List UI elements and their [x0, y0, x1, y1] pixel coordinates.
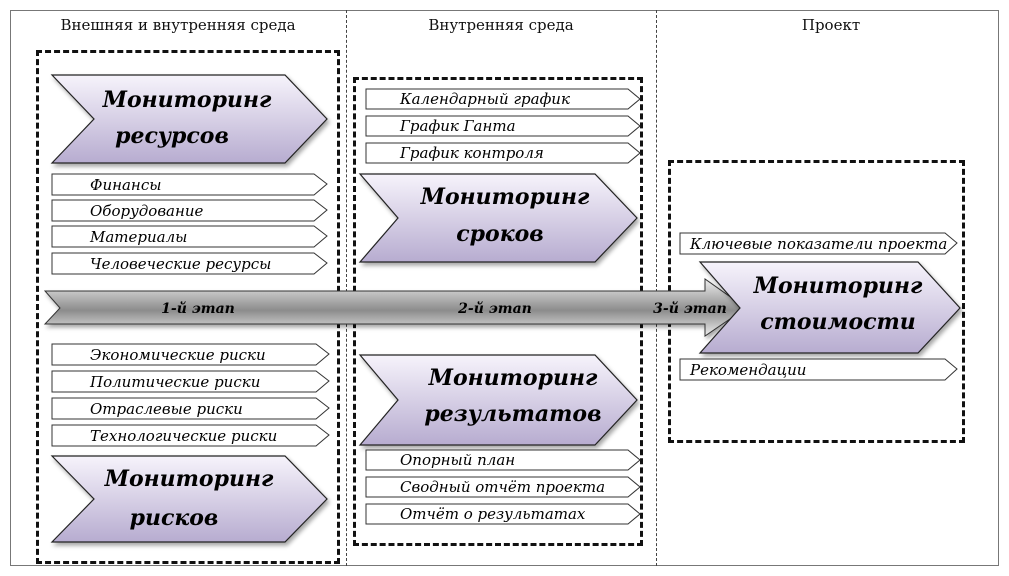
- stage-2-label: 2-й этап: [457, 300, 532, 317]
- svg-text:График контроля: График контроля: [399, 144, 544, 162]
- svg-text:Технологические риски: Технологические риски: [90, 427, 277, 445]
- resources-item-human-resources: Человеческие ресурсы: [51, 252, 328, 275]
- stages-arrow: 1-й этап 2-й этап 3-й этап: [43, 278, 747, 337]
- column-header-project: Проект: [801, 16, 861, 34]
- risks-item-industry: Отраслевые риски: [51, 397, 330, 420]
- monitoring-deadlines-arrow: Мониторинг сроков: [358, 173, 638, 263]
- monitoring-results-line2: результатов: [424, 401, 601, 427]
- risks-item-political: Политические риски: [51, 370, 330, 393]
- deadlines-item-control-chart: График контроля: [365, 142, 641, 164]
- column-separator-2: [656, 10, 657, 566]
- deadlines-item-gantt-chart: График Ганта: [365, 115, 641, 137]
- svg-text:Материалы: Материалы: [89, 228, 187, 246]
- svg-text:Календарный график: Календарный график: [399, 90, 570, 108]
- svg-text:График Ганта: График Ганта: [399, 117, 516, 135]
- monitoring-results-arrow: Мониторинг результатов: [358, 354, 638, 446]
- monitoring-resources-line2: ресурсов: [115, 123, 229, 149]
- column-separator-1: [346, 10, 347, 566]
- monitoring-results-line1: Мониторинг: [428, 365, 598, 391]
- svg-text:Отчёт о результатах: Отчёт о результатах: [400, 505, 586, 523]
- monitoring-cost-line2: стоимости: [760, 309, 916, 335]
- monitoring-cost-arrow: Мониторинг стоимости: [698, 261, 961, 354]
- monitoring-resources-arrow: Мониторинг ресурсов: [50, 74, 328, 164]
- monitoring-risks-line2: рисков: [130, 505, 219, 531]
- svg-text:Финансы: Финансы: [90, 176, 161, 194]
- cost-item-key-indicators: Ключевые показатели проекта: [679, 232, 958, 255]
- svg-text:Сводный отчёт проекта: Сводный отчёт проекта: [400, 478, 605, 496]
- resources-item-finance: Финансы: [51, 173, 328, 196]
- resources-item-equipment: Оборудование: [51, 199, 328, 222]
- risks-item-economic: Экономические риски: [51, 343, 330, 366]
- monitoring-cost-line1: Мониторинг: [753, 273, 923, 299]
- results-item-results-report: Отчёт о результатах: [365, 503, 641, 525]
- svg-text:Человеческие ресурсы: Человеческие ресурсы: [90, 255, 271, 273]
- svg-text:Экономические риски: Экономические риски: [90, 346, 266, 364]
- results-item-baseline-plan: Опорный план: [365, 449, 641, 471]
- cost-item-recommendations: Рекомендации: [679, 358, 958, 381]
- stage-1-label: 1-й этап: [161, 300, 235, 317]
- risks-item-technological: Технологические риски: [51, 424, 330, 447]
- monitoring-resources-line1: Мониторинг: [102, 87, 272, 113]
- stage-3-label: 3-й этап: [653, 300, 727, 317]
- results-item-summary-report: Сводный отчёт проекта: [365, 476, 641, 498]
- svg-text:Опорный план: Опорный план: [400, 451, 515, 469]
- svg-text:Ключевые показатели проекта: Ключевые показатели проекта: [689, 235, 947, 253]
- svg-text:Оборудование: Оборудование: [90, 202, 204, 220]
- svg-text:Политические риски: Политические риски: [89, 373, 260, 391]
- monitoring-deadlines-line1: Мониторинг: [420, 184, 590, 210]
- svg-text:Рекомендации: Рекомендации: [689, 361, 806, 379]
- resources-item-materials: Материалы: [51, 225, 328, 248]
- diagram-frame: [10, 10, 999, 566]
- monitoring-risks-line1: Мониторинг: [104, 466, 274, 492]
- column-header-external: Внешняя и внутренняя среда: [60, 16, 296, 34]
- monitoring-risks-arrow: Мониторинг рисков: [50, 455, 328, 543]
- monitoring-deadlines-line2: сроков: [456, 221, 543, 247]
- deadlines-item-calendar-schedule: Календарный график: [365, 88, 641, 110]
- column-header-internal: Внутренняя среда: [428, 16, 574, 34]
- svg-text:Отраслевые риски: Отраслевые риски: [90, 400, 243, 418]
